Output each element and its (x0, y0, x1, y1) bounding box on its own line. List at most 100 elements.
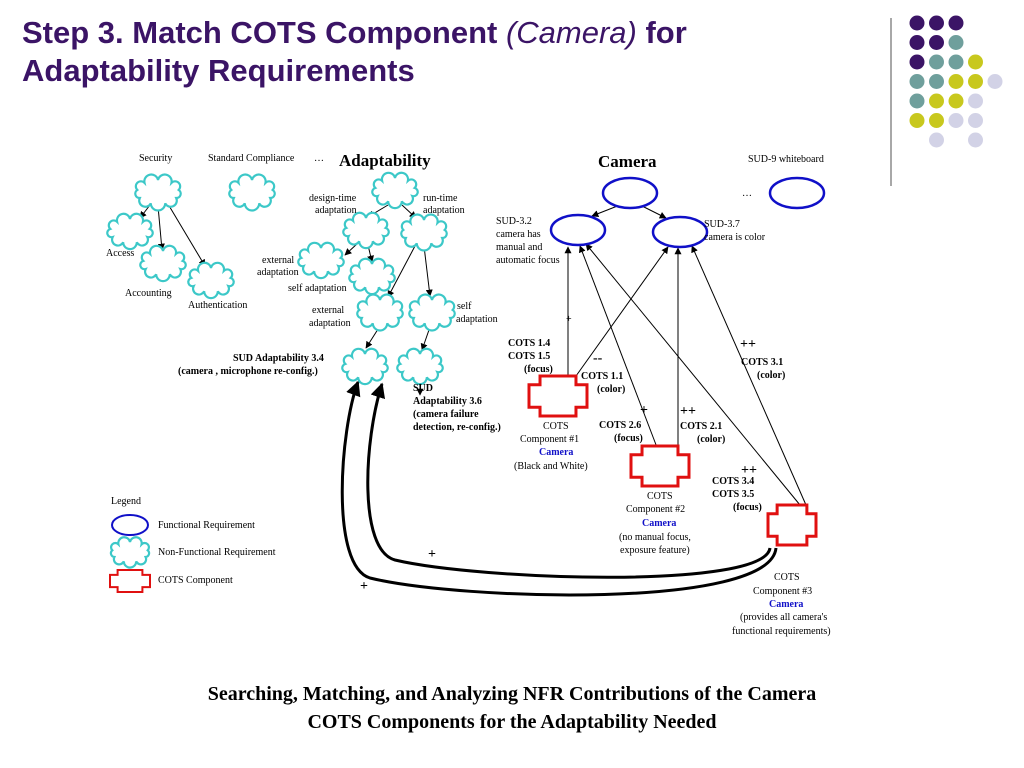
nfr-external-adaptation-design (297, 241, 345, 280)
contrib-label-pp-cots31: ++ (740, 337, 756, 352)
decor-dot-teal (909, 93, 925, 109)
label-adaptability: Adaptability (339, 151, 431, 170)
label-sud34-1: SUD Adaptability 3.4 (233, 353, 324, 364)
contrib-cots3-sud37 (691, 245, 807, 506)
nfr-clouds (106, 171, 456, 386)
legend-fr-symbol (111, 514, 149, 536)
label-comp2-1: COTS (647, 491, 673, 502)
title-part2: for Adaptability Requirements (22, 15, 687, 88)
label-standard-compliance: Standard Compliance (208, 153, 295, 164)
arrow-cots3-sud36 (366, 382, 772, 579)
fr-camera (601, 176, 659, 210)
label-cots1-focus: (focus) (524, 364, 553, 375)
decor-dot-teal (909, 74, 925, 89)
label-comp2-5: exposure feature) (620, 545, 690, 556)
label-cots34: COTS 3.4 (712, 476, 754, 487)
dot-grid (909, 15, 1003, 148)
nfr-adaptability (371, 171, 419, 210)
label-cots31-color: (color) (757, 370, 785, 381)
label-cots26: COTS 2.6 (599, 420, 641, 431)
caption-line-2: COTS Components for the Adaptability Nee… (307, 711, 717, 733)
contrib-label-plus-big-2: + (360, 579, 368, 594)
decor-dot-purple (929, 35, 944, 50)
edge-runtime-external (387, 245, 416, 298)
contrib-label-pp-cots21: ++ (680, 404, 696, 419)
decor-dot-lavender (987, 74, 1003, 89)
contrib-label-plus-big-1: + (428, 547, 436, 562)
contrib-label-plus-cots2: + (640, 403, 648, 418)
caption-line-1: Searching, Matching, and Analyzing NFR C… (207, 683, 817, 705)
diagram-labels: Security Standard Compliance … Adaptabil… (106, 151, 831, 637)
decor-dot-teal (948, 35, 964, 50)
label-cots35: COTS 3.5 (712, 489, 754, 500)
label-sud36-2: Adaptability 3.6 (413, 396, 482, 407)
label-accounting: Accounting (125, 288, 172, 299)
label-sud36-4: detection, re-config.) (413, 422, 501, 433)
label-access: Access (106, 248, 134, 259)
label-cots15: COTS 1.5 (508, 351, 550, 362)
label-sud32-3: manual and (496, 242, 542, 253)
slide-title: Step 3. Match COTS Component (Camera) fo… (22, 14, 862, 90)
label-sud34-2: (camera , microphone re-config.) (178, 366, 318, 377)
title-emphasis: (Camera) (505, 15, 637, 50)
contrib-cots1-sud37 (575, 246, 669, 377)
label-sud36-1: SUD (413, 383, 433, 394)
contrib-cots2-sud32 (578, 245, 659, 451)
nfr-run-time-adaptation (400, 213, 448, 252)
nfr-sud-adaptability-3-6 (396, 347, 444, 386)
label-cots26-focus: (focus) (614, 433, 643, 444)
title-part1: Step 3. Match COTS Component (22, 15, 506, 50)
label-design-time-2: adaptation (315, 205, 357, 216)
nfr-sud-adaptability-3-4 (341, 347, 389, 386)
legend: Legend Functional Requirement Non-Functi… (109, 496, 276, 593)
nfr-security (134, 173, 182, 212)
cots-component-1 (527, 374, 589, 418)
decor-dot-teal (929, 74, 944, 89)
decor-dot-lavender (968, 93, 983, 109)
decor-dot-lavender (948, 113, 964, 128)
decor-dot-teal (948, 54, 964, 70)
label-comp3-3: Camera (769, 599, 803, 610)
label-comp1-2: Component #1 (520, 434, 579, 445)
fr-sud9-whiteboard (768, 176, 826, 210)
cots-component-2 (629, 444, 691, 488)
decor-dot-purple (909, 54, 925, 70)
legend-title: Legend (111, 496, 141, 507)
label-cots11: COTS 1.1 (581, 371, 623, 382)
label-comp2-2: Component #2 (626, 504, 685, 515)
label-authentication: Authentication (188, 300, 247, 311)
cots-components (527, 374, 818, 547)
legend-nfr-label: Non-Functional Requirement (158, 547, 276, 558)
contrib-label-pp-cots34: ++ (741, 463, 757, 478)
legend-nfr-symbol (109, 536, 151, 569)
label-cots21-color: (color) (697, 434, 725, 445)
corner-decoration (890, 15, 1003, 186)
decor-dot-purple (909, 15, 925, 31)
edge-security-authentication (167, 203, 206, 267)
label-comp1-1: COTS (543, 421, 569, 432)
contrib-label-plus-small: + (566, 314, 572, 325)
label-camera: Camera (598, 152, 657, 171)
label-design-time-1: design-time (309, 193, 357, 204)
nfr-self-adaptation-design (348, 257, 396, 296)
decor-dot-yellow (929, 93, 944, 109)
arrow-cots3-sud34 (340, 380, 778, 597)
slide-caption: Searching, Matching, and Analyzing NFR C… (0, 680, 1024, 736)
decor-dot-purple (929, 15, 944, 31)
label-comp2-3: Camera (642, 518, 676, 529)
label-self-adaptation-b-1: self (457, 301, 472, 312)
contrib-cots3-sud32 (585, 243, 801, 506)
label-sud37-2: camera is color (704, 232, 766, 243)
label-security: Security (139, 153, 172, 164)
edge-camera-sud37 (639, 204, 667, 219)
label-comp3-5: functional requirements) (732, 626, 831, 637)
decor-dot-yellow (948, 93, 964, 109)
label-comp1-3: Camera (539, 447, 573, 458)
legend-cloud-shape (109, 536, 151, 569)
label-self-adaptation-b-2: adaptation (456, 314, 498, 325)
contrib-label-minusminus: -- (593, 351, 603, 366)
label-ellipsis-2: … (742, 188, 752, 199)
nfr-design-time-adaptation (342, 211, 390, 250)
edge-security-accounting (157, 205, 165, 251)
label-external-adaptation-b-1: external (312, 305, 344, 316)
